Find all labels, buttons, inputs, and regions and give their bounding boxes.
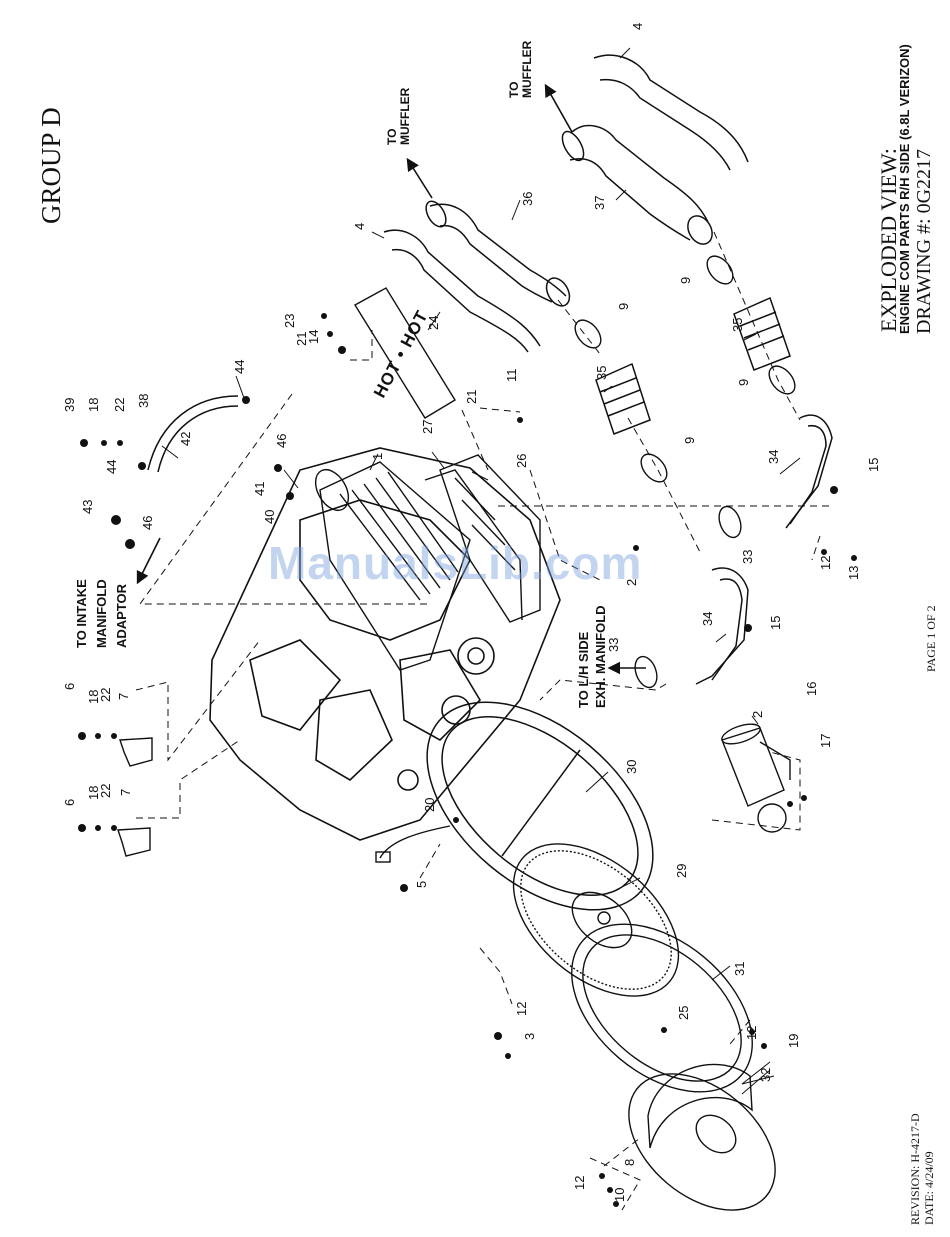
callout-2: 2 xyxy=(624,579,639,586)
callout-18: 18 xyxy=(86,690,101,704)
callout-15: 15 xyxy=(768,616,783,630)
callout-35: 35 xyxy=(594,366,609,380)
callout-34: 34 xyxy=(700,612,715,626)
callout-numbers: 1223445667789999101112121212131415151617… xyxy=(62,23,881,1202)
callout-3: 3 xyxy=(522,1033,537,1040)
callout-4: 4 xyxy=(352,223,367,230)
callout-2: 2 xyxy=(750,711,765,718)
exhaust-manifold xyxy=(424,454,541,623)
callout-43: 43 xyxy=(80,500,95,514)
callout-29: 29 xyxy=(674,864,689,878)
callout-24: 24 xyxy=(426,316,441,330)
brackets xyxy=(117,737,153,857)
callout-9: 9 xyxy=(678,277,693,284)
callout-46: 46 xyxy=(274,434,289,448)
callout-13: 13 xyxy=(846,566,861,580)
callout-21: 21 xyxy=(294,332,309,346)
callout-35: 35 xyxy=(730,318,745,332)
callout-18: 18 xyxy=(86,786,101,800)
callout-4: 4 xyxy=(630,23,645,30)
callout-7: 7 xyxy=(118,789,133,796)
callout-39: 39 xyxy=(62,398,77,412)
callout-32: 32 xyxy=(758,1068,773,1082)
callout-46: 46 xyxy=(140,516,155,530)
callout-42: 42 xyxy=(178,432,193,446)
callout-33: 33 xyxy=(740,550,755,564)
adapter-plate xyxy=(571,923,753,1093)
valve-cover xyxy=(314,461,471,671)
callout-9: 9 xyxy=(682,437,697,444)
callout-26: 26 xyxy=(514,454,529,468)
heat-shield xyxy=(354,287,456,419)
callout-44: 44 xyxy=(104,460,119,474)
callout-1: 1 xyxy=(370,453,385,460)
breather-hose xyxy=(147,395,239,473)
callout-5: 5 xyxy=(414,881,429,888)
callout-31: 31 xyxy=(732,962,747,976)
callout-27: 27 xyxy=(420,420,435,434)
callout-15: 15 xyxy=(866,458,881,472)
callout-34: 34 xyxy=(766,450,781,464)
callout-20: 20 xyxy=(422,798,437,812)
callout-8: 8 xyxy=(622,1159,637,1166)
callout-12: 12 xyxy=(818,556,833,570)
starter-motor xyxy=(721,723,791,833)
callout-23: 23 xyxy=(282,314,297,328)
gaskets xyxy=(634,505,742,689)
callout-44: 44 xyxy=(232,360,247,374)
callout-18: 18 xyxy=(86,398,101,412)
clamps xyxy=(574,255,796,483)
callout-6: 6 xyxy=(62,799,77,806)
callout-10: 10 xyxy=(612,1188,627,1202)
exhaust-pipes xyxy=(383,54,833,685)
guide-lines xyxy=(135,231,830,1211)
callout-12: 12 xyxy=(744,1026,759,1040)
watermark: ManualsLib.com xyxy=(268,537,643,589)
callout-9: 9 xyxy=(616,303,631,310)
callout-25: 25 xyxy=(676,1006,691,1020)
wire-harness xyxy=(375,825,451,863)
direction-arrows xyxy=(136,83,646,675)
engine-block xyxy=(209,447,561,841)
callout-6: 6 xyxy=(62,683,77,690)
callout-40: 40 xyxy=(262,510,277,524)
callout-41: 41 xyxy=(252,482,267,496)
bell-housing xyxy=(426,701,654,911)
callout-17: 17 xyxy=(818,734,833,748)
callout-36: 36 xyxy=(520,192,535,206)
callout-19: 19 xyxy=(786,1034,801,1048)
callout-11: 11 xyxy=(504,369,519,383)
callout-21: 21 xyxy=(464,390,479,404)
fasteners xyxy=(78,313,857,1207)
callout-12: 12 xyxy=(514,1002,529,1016)
callout-16: 16 xyxy=(804,682,819,696)
callout-22: 22 xyxy=(112,398,127,412)
callout-22: 22 xyxy=(98,688,113,702)
callout-33: 33 xyxy=(606,638,621,652)
callout-9: 9 xyxy=(736,379,751,386)
callout-22: 22 xyxy=(98,784,113,798)
callout-14: 14 xyxy=(306,330,321,344)
drive-disc xyxy=(628,1063,776,1211)
callout-38: 38 xyxy=(136,394,151,408)
callout-leaders xyxy=(161,47,801,1095)
callout-30: 30 xyxy=(624,760,639,774)
callout-7: 7 xyxy=(116,693,131,700)
callout-12: 12 xyxy=(572,1176,587,1190)
callout-37: 37 xyxy=(592,196,607,210)
flywheel xyxy=(512,843,680,997)
